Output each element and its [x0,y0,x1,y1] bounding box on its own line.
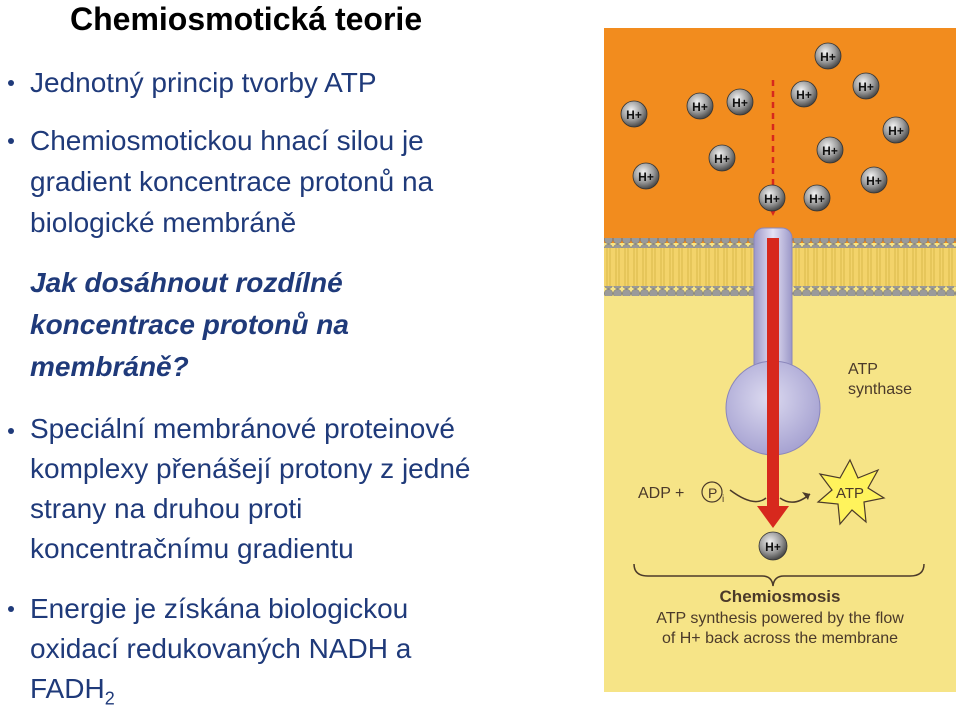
proton-label: H+ [820,50,836,64]
bullet-marker [8,428,14,434]
proton-label: H+ [822,144,838,158]
slide-title: Chemiosmotická teorie [70,1,423,37]
proton-label: H+ [866,174,882,188]
pi-subscript: i [722,494,724,505]
pi-label: P [708,485,717,501]
bullet-3-line-4: koncentračnímu gradientu [30,533,354,564]
fadh-text: FADH [30,673,105,704]
proton-flow-arrow [767,238,779,508]
proton-label: H+ [765,540,781,554]
proton-label: H+ [732,96,748,110]
proton-inside: H+ [758,531,788,561]
adp-label: ADP + [638,485,684,502]
bullet-marker [8,80,14,86]
question-line-1: Jak dosáhnout rozdílné [30,267,343,298]
proton-label: H+ [888,124,904,138]
bullet-4-line-2: oxidací redukovaných NADH a [30,633,412,664]
phosphate-icon [701,481,723,503]
conversion-curve [729,489,767,503]
proton-label: H+ [714,152,730,166]
bullet-3-line-1: Speciální membránové proteinové [30,413,455,444]
caption-line-2: of H+ back across the membrane [662,630,898,647]
bullet-3-line-2: komplexy přenášejí protony z jedné [30,453,471,484]
bullet-4-line-1: Energie je získána biologickou [30,593,409,624]
conversion-arrowhead [802,492,810,500]
caption-brace [633,563,925,587]
fadh-subscript: 2 [104,688,115,709]
atp-synthase-label-1: ATP [848,361,878,378]
bullet-1-line-1: Jednotný princip tvorby ATP [30,67,377,98]
atp-star-icon: ATP [816,458,886,526]
proton-flow-arrowhead [757,506,789,528]
proton-label: H+ [764,192,780,206]
atp-label: ATP [836,485,864,502]
bullet-marker [8,138,14,144]
question-line-2: koncentrace protonů na [30,309,349,340]
bullet-3-line-3: strany na druhou proti [30,493,303,524]
bullet-2-line-3: biologické membráně [30,207,297,238]
question-line-3: membráně? [30,351,189,382]
proton-label: H+ [638,170,654,184]
proton-label: H+ [858,80,874,94]
caption-title: Chemiosmosis [720,587,841,606]
bullet-2-line-2: gradient koncentrace protonů na [30,166,434,197]
chemiosmosis-diagram: H+ H+ H+ H+ H+ H+ H+ H+ H+ H+ H+ H+ H+ H… [604,28,956,692]
bullet-2-line-1: Chemiosmotickou hnací silou je [30,125,424,156]
chemiosmosis-figure: H+ H+ H+ H+ H+ H+ H+ H+ H+ H+ H+ H+ H+ H… [604,28,956,692]
protons-outside: H+ H+ H+ H+ H+ H+ H+ H+ H+ H+ H+ H+ H+ [620,42,910,212]
atp-synthase-label-2: synthase [848,381,912,398]
bullet-marker [8,606,14,612]
proton-label: H+ [626,108,642,122]
bullet-4-line-3: FADH2 [30,672,115,716]
caption-line-1: ATP synthesis powered by the flow [656,610,904,627]
proton-label: H+ [809,192,825,206]
proton-label: H+ [796,88,812,102]
proton-label: H+ [692,100,708,114]
